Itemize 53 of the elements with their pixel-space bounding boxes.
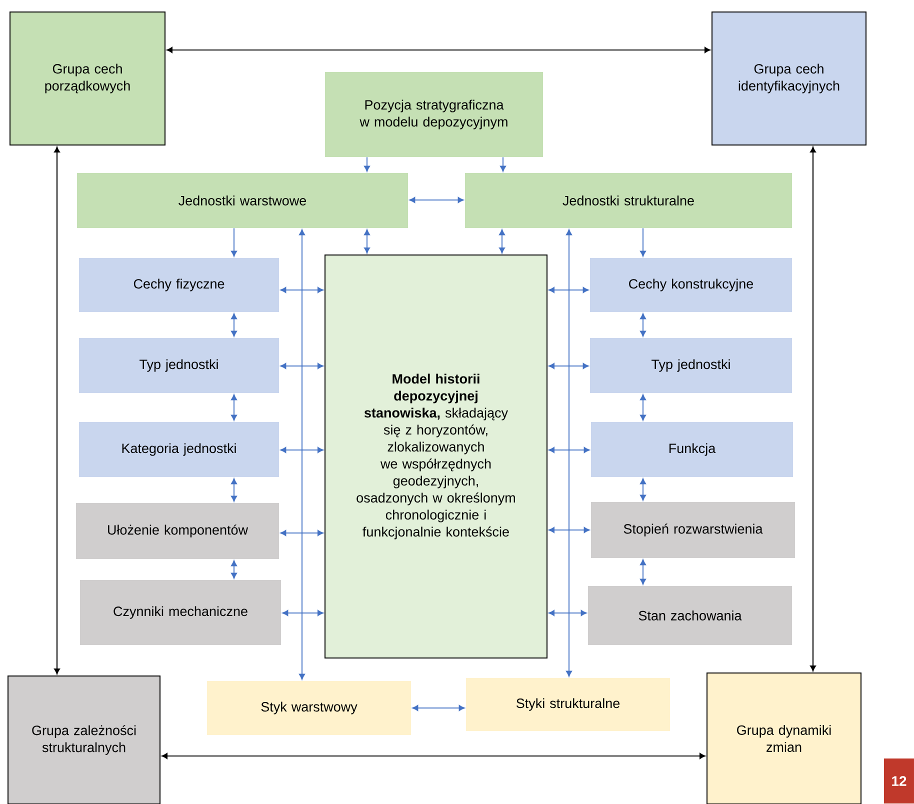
arrow xyxy=(548,287,589,293)
arrow xyxy=(364,156,370,172)
group-box: Grupa zależności strukturalnych xyxy=(8,676,160,804)
arrow xyxy=(640,228,646,257)
category-box: Typ jednostki xyxy=(79,338,279,393)
arrow xyxy=(548,363,589,369)
arrow xyxy=(231,478,237,502)
arrow xyxy=(280,447,324,453)
arrow xyxy=(566,229,572,677)
arrow xyxy=(500,156,506,172)
arrow xyxy=(364,229,370,254)
arrow xyxy=(280,530,324,536)
category-box: Styki strukturalne xyxy=(466,678,670,731)
arrow xyxy=(280,287,324,293)
arrow xyxy=(162,753,706,759)
category-box: Ułożenie komponentów xyxy=(76,503,279,559)
arrow xyxy=(299,229,305,680)
category-box: Funkcja xyxy=(591,422,793,477)
arrow xyxy=(54,146,60,674)
arrow xyxy=(548,447,590,453)
arrow xyxy=(499,229,505,254)
category-box: Pozycja stratygraficzna w modelu depozycyjnym xyxy=(325,72,543,157)
category-box: Stan zachowania xyxy=(588,586,792,645)
category-box: Cechy konstrukcyjne xyxy=(590,258,792,312)
arrow xyxy=(280,363,324,369)
category-box: Cechy fizyczne xyxy=(79,258,279,312)
category-box: Styk warstwowy xyxy=(207,681,411,735)
arrow xyxy=(409,197,464,203)
arrow xyxy=(282,610,324,616)
arrow xyxy=(412,705,465,711)
category-box: Kategoria jednostki xyxy=(79,422,279,477)
group-box: Grupa dynamiki zmian xyxy=(706,672,862,804)
category-box: Typ jednostki xyxy=(590,338,792,393)
arrow xyxy=(231,228,237,257)
arrow xyxy=(640,313,646,337)
arrow xyxy=(166,47,710,53)
arrow xyxy=(640,394,646,421)
arrow xyxy=(640,559,646,585)
category-box: Stopień rozwarstwienia xyxy=(591,502,795,558)
arrow xyxy=(231,394,237,421)
arrow xyxy=(548,610,587,616)
group-box: Grupa cech porządkowych xyxy=(10,12,166,146)
model-box: Model historii depozycyjnej stanowiska, składający się z horyzontów, zlokalizowanych we współrzędnych geodezyjnych, osadzonych w określonym chronologicznie i funkcjonalnie kontekście xyxy=(324,254,548,658)
category-box: Jednostki warstwowe xyxy=(77,173,408,228)
arrow xyxy=(231,560,237,579)
arrow xyxy=(810,146,816,672)
group-box: Grupa cech identyfikacyjnych xyxy=(712,12,866,146)
page-number: 12 xyxy=(884,758,914,804)
arrow xyxy=(640,478,646,501)
arrow xyxy=(231,313,237,337)
category-box: Jednostki strukturalne xyxy=(465,173,792,228)
category-box: Czynniki mechaniczne xyxy=(80,580,281,645)
arrow xyxy=(548,527,590,533)
